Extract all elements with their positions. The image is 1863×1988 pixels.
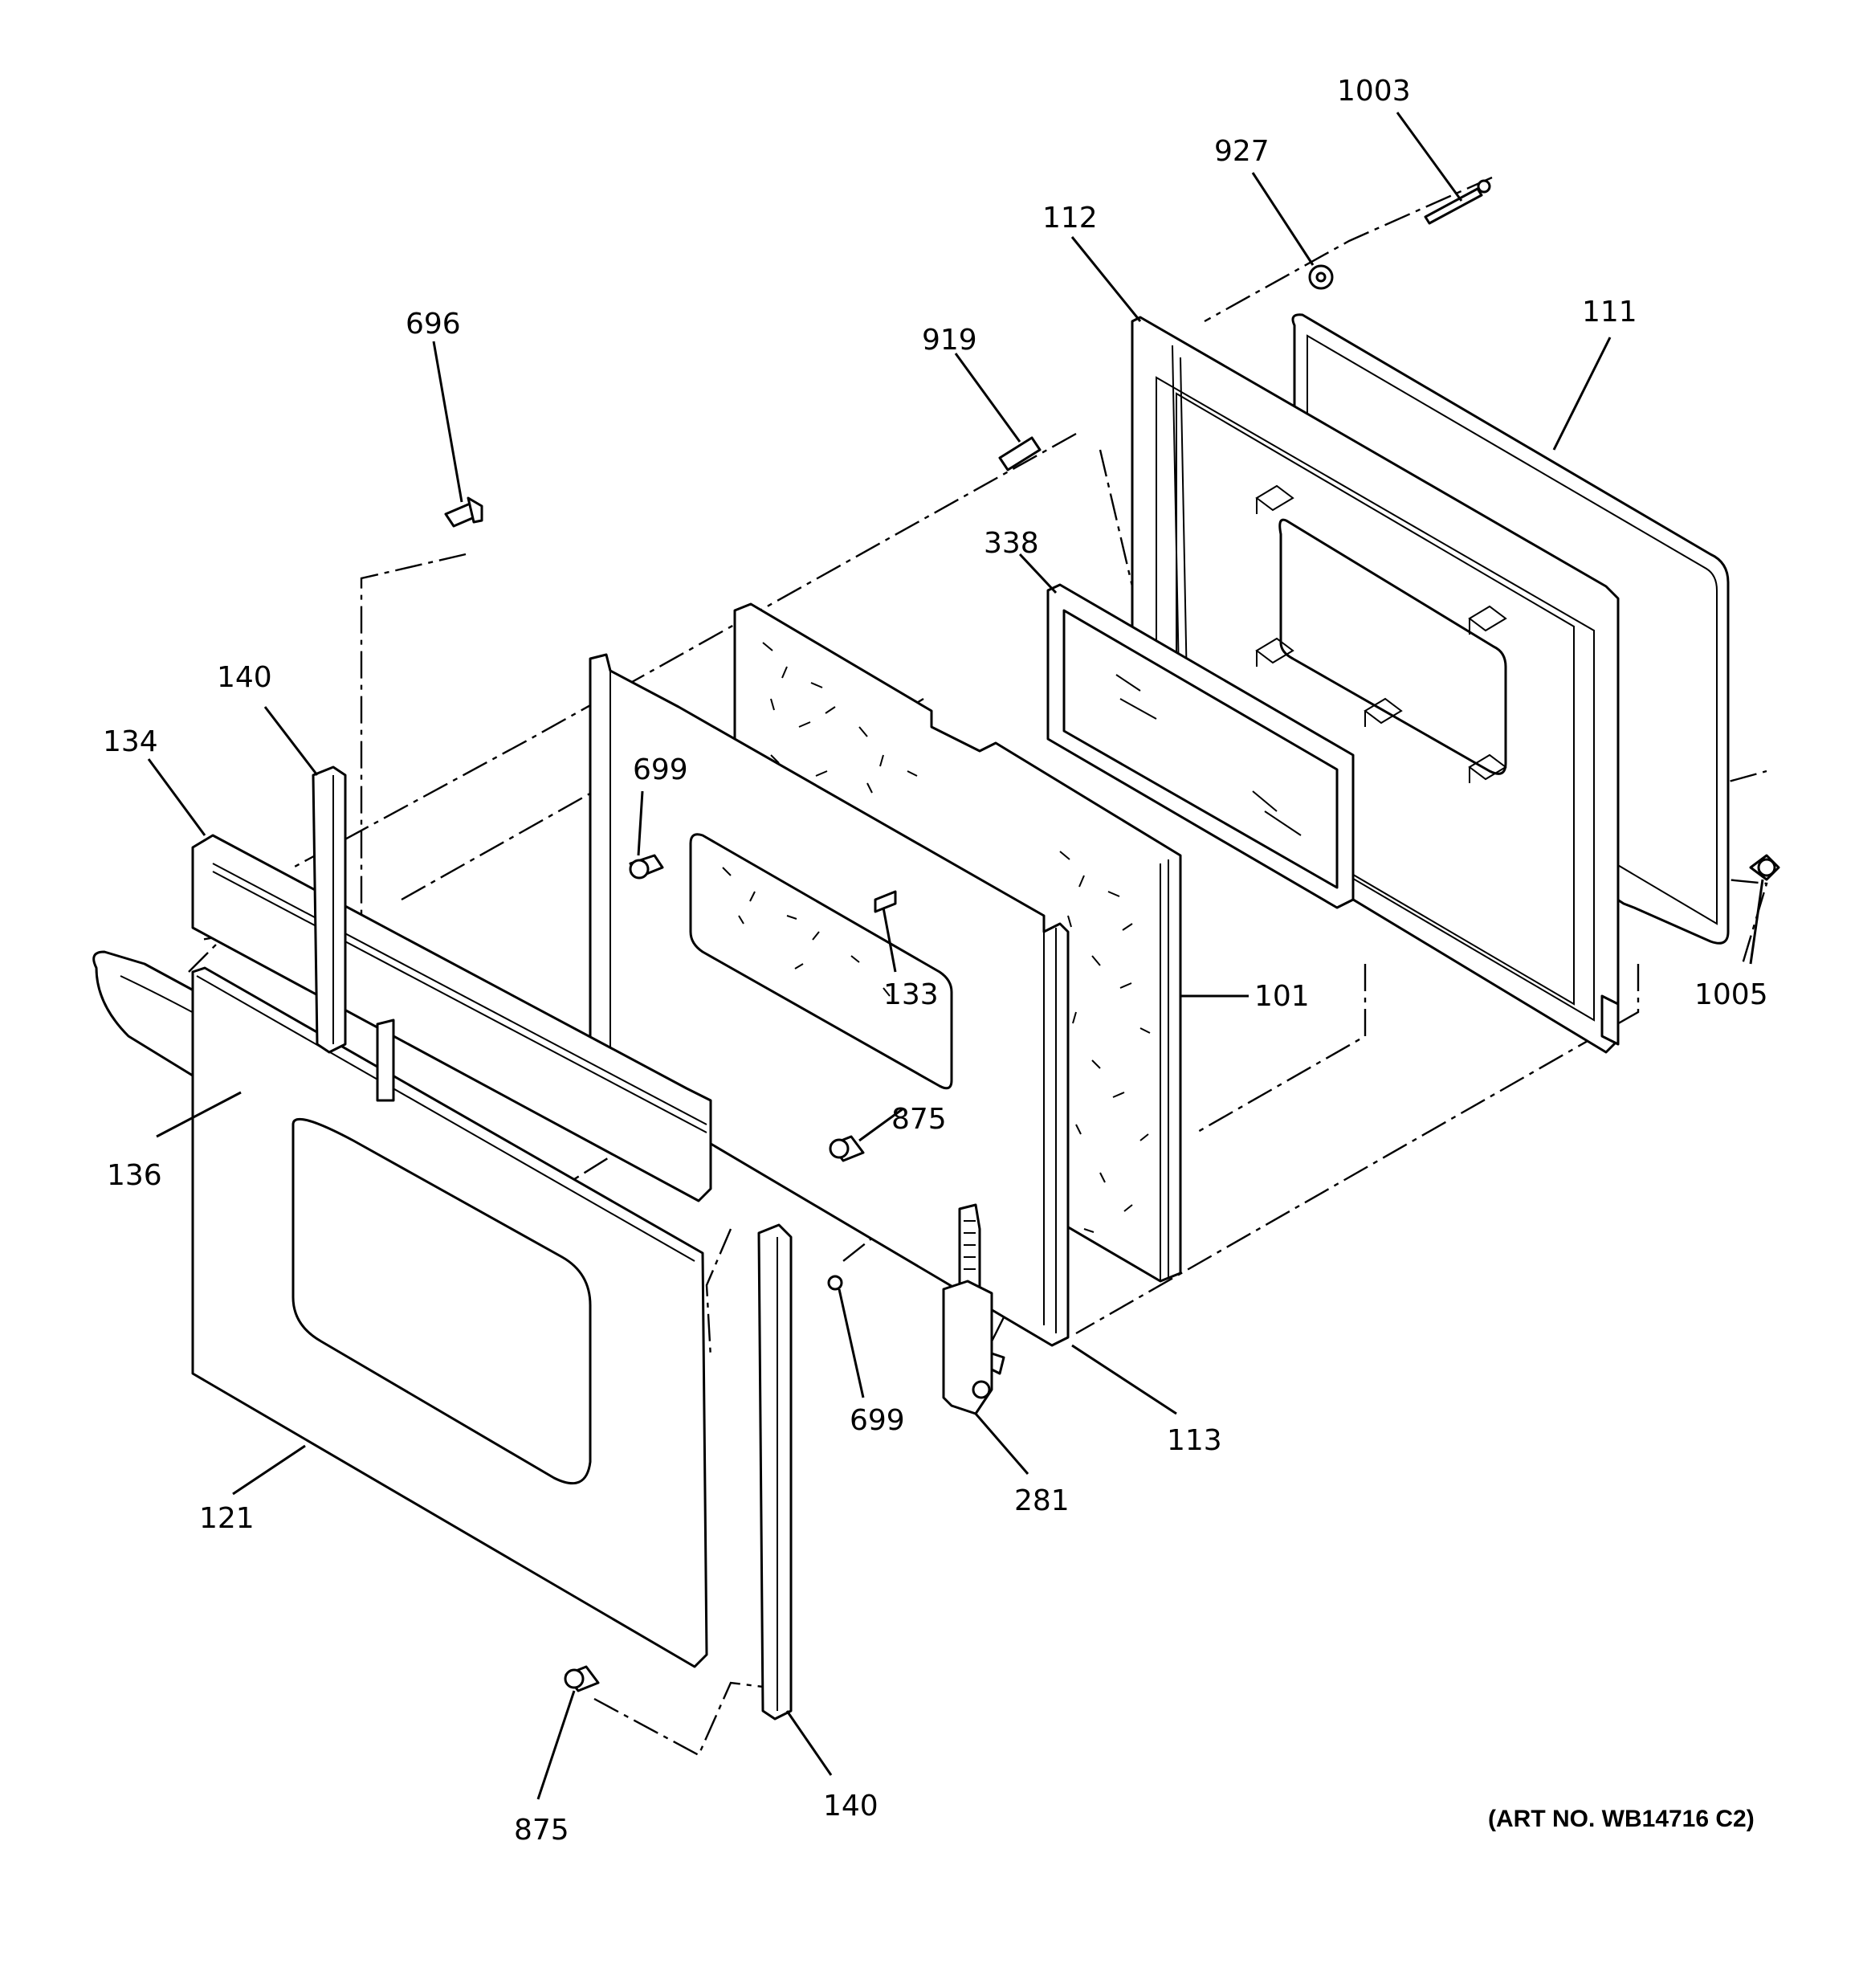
callout-338: 338	[984, 527, 1039, 560]
callout-1003: 1003	[1337, 75, 1411, 108]
washer-927	[1308, 264, 1334, 290]
callout-121: 121	[199, 1502, 255, 1535]
callout-1005: 1005	[1694, 978, 1768, 1011]
screw-699-top	[629, 854, 664, 880]
inner-door-liner-112	[1131, 316, 1620, 1054]
art-number: (ART NO. WB14716 C2)	[1488, 1806, 1755, 1832]
callout-919: 919	[922, 324, 977, 357]
callout-136: 136	[107, 1159, 162, 1192]
callout-labels: 1003 927 112 111 919 696 338 140 134 699…	[103, 75, 1768, 1847]
outer-door-panel-121	[191, 966, 708, 1668]
callout-699-top: 699	[633, 753, 688, 786]
callout-111: 111	[1582, 296, 1637, 329]
callout-140-top: 140	[217, 661, 272, 694]
callout-281: 281	[1014, 1484, 1070, 1517]
inner-door-panel-113	[589, 653, 1070, 1347]
callout-875-bottom: 875	[514, 1814, 569, 1847]
screw-875-mid	[829, 1135, 865, 1162]
hinge-281	[942, 1203, 1005, 1415]
callout-134: 134	[103, 725, 158, 758]
callout-101: 101	[1254, 980, 1310, 1013]
callout-140-bottom: 140	[823, 1790, 879, 1823]
leader-lines	[147, 112, 1764, 1800]
window-pack-338	[1046, 583, 1355, 909]
callout-699-bottom: 699	[850, 1404, 905, 1437]
callout-113: 113	[1167, 1424, 1222, 1457]
callout-927: 927	[1214, 135, 1270, 168]
screw-696	[444, 496, 483, 528]
clip-1005	[1749, 854, 1780, 881]
callout-112: 112	[1042, 202, 1098, 235]
side-strip-140-bottom	[757, 1223, 793, 1721]
screw-875-bottom	[564, 1665, 600, 1692]
callout-696: 696	[406, 308, 461, 341]
screw-699-bottom	[827, 1275, 843, 1291]
spacer-919	[998, 436, 1042, 471]
side-strip-140-top	[312, 765, 395, 1102]
callout-875-mid: 875	[891, 1103, 947, 1136]
callout-133: 133	[883, 978, 939, 1011]
